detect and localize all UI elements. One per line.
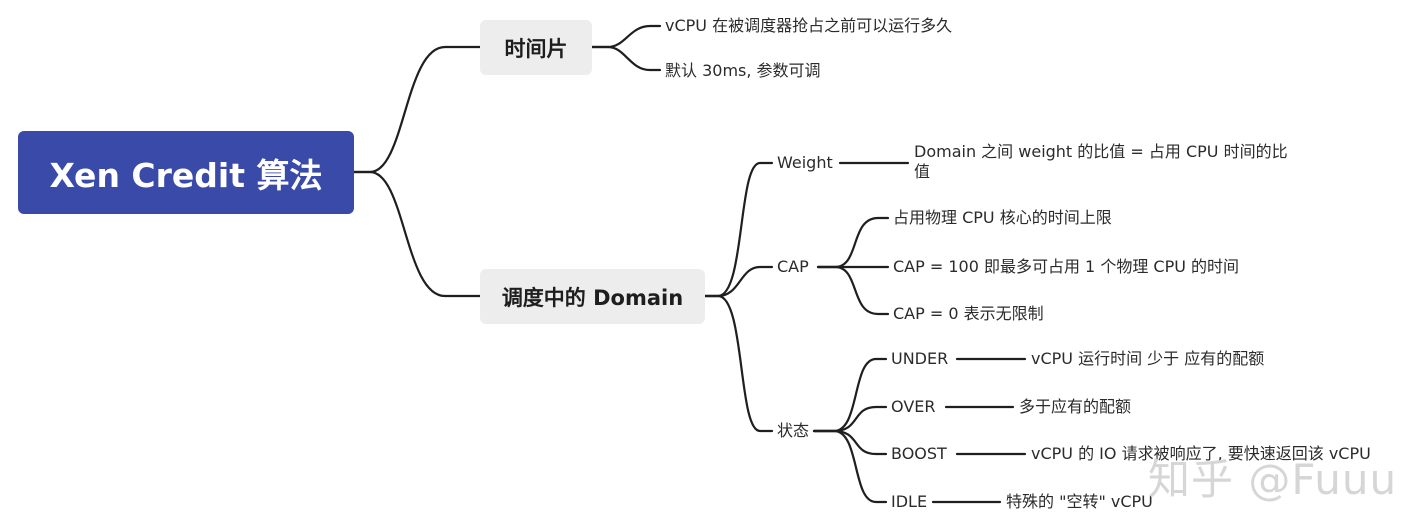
connector-cap-item1 (816, 216, 890, 269)
connector-timeslice-item1 (590, 24, 662, 49)
root-node[interactable]: Xen Credit 算法 (18, 131, 354, 214)
state-under-desc: vCPU 运行时间 少于 应有的配额 (1031, 349, 1265, 368)
cap-item: CAP = 100 即最多可占用 1 个物理 CPU 的时间 (893, 257, 1240, 276)
watermark: 知乎 @Fuuu (1148, 455, 1398, 504)
connector-cap-item3 (816, 265, 890, 316)
state-boost[interactable]: BOOST (891, 444, 947, 463)
subtopic-state[interactable]: 状态 (777, 421, 810, 440)
time-slice-item: vCPU 在被调度器抢占之前可以运行多久 (665, 16, 953, 35)
topic-domain[interactable]: 调度中的 Domain (480, 269, 705, 324)
subtopic-cap[interactable]: CAP (777, 257, 809, 276)
topic-time-slice[interactable]: 时间片 (480, 20, 592, 75)
state-under[interactable]: UNDER (891, 349, 949, 368)
time-slice-item: 默认 30ms, 参数可调 (665, 61, 821, 80)
state-over[interactable]: OVER (891, 397, 936, 416)
connector-state-boost (812, 429, 888, 456)
state-idle[interactable]: IDLE (891, 492, 928, 511)
connector-domain-state (703, 294, 774, 433)
connector-state-idle (812, 429, 888, 504)
connector-state-over (812, 405, 888, 433)
weight-description: Domain 之间 weight 的比值 = 占用 CPU 时间的比值 (914, 142, 1288, 181)
subtopic-weight[interactable]: Weight (777, 153, 833, 172)
connector-domain-weight (703, 161, 774, 298)
connector-domain-cap (703, 265, 774, 298)
connector-timeslice-item2 (590, 45, 662, 72)
state-idle-desc: 特殊的 "空转" vCPU (1006, 492, 1153, 511)
cap-item: CAP = 0 表示无限制 (893, 304, 1044, 323)
state-boost-desc: vCPU 的 IO 请求被响应了, 要快速返回该 vCPU (1031, 444, 1371, 463)
connector-root-domain (352, 170, 482, 298)
state-over-desc: 多于应有的配额 (1019, 397, 1132, 416)
connector-state-under (812, 357, 888, 433)
cap-item: 占用物理 CPU 核心的时间上限 (893, 208, 1112, 227)
connector-root-timeslice (352, 45, 482, 174)
